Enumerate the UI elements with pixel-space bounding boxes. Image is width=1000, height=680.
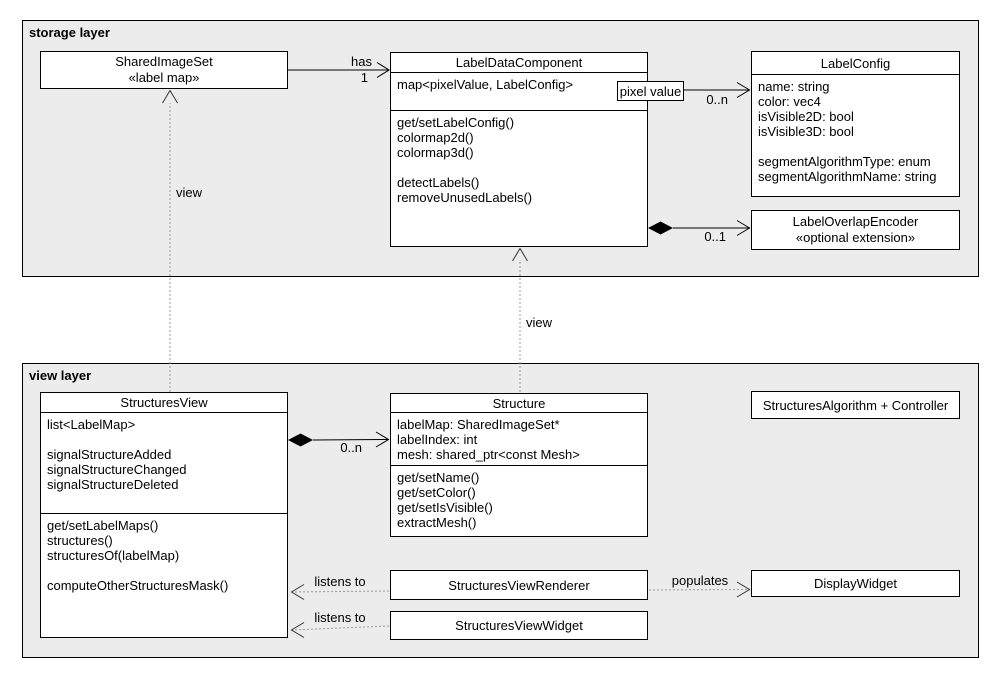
class-method: removeUnusedLabels() [397, 190, 533, 205]
class-attribute: segmentAlgorithmType: enum [758, 154, 931, 169]
class-method: get/setLabelMaps() [47, 518, 159, 533]
storage-layer-label: storage layer [29, 25, 110, 40]
class-method: detectLabels() [397, 175, 480, 190]
class-structures-view-widget: StructuresViewWidget [390, 611, 648, 640]
class-attribute: signalStructureDeleted [47, 477, 179, 492]
class-attribute: labelIndex: int [397, 432, 478, 447]
edge-multiplicity-1: 1 [360, 70, 368, 85]
class-title: StructuresViewRenderer [448, 577, 590, 593]
class-structures-algorithm-controller: StructuresAlgorithm + Controller [751, 391, 960, 419]
class-attribute: isVisible2D: bool [758, 109, 854, 124]
class-method-spacer [47, 563, 284, 578]
class-method: get/setIsVisible() [397, 500, 493, 515]
class-title: SharedImageSet [115, 54, 213, 69]
pixel-value-qualifier: pixel value [617, 81, 684, 101]
edge-multiplicity-01-overlap: 0..1 [704, 229, 726, 244]
class-method: extractMesh() [397, 515, 477, 530]
class-attribute: map<pixelValue, LabelConfig> [397, 77, 574, 92]
class-stereotype: «label map» [128, 70, 200, 85]
class-label-config: LabelConfig name: string color: vec4 isV… [751, 51, 960, 197]
class-method: structuresOf(labelMap) [47, 548, 180, 563]
class-stereotype: «optional extension» [795, 230, 916, 245]
qualifier-label: pixel value [619, 83, 682, 99]
class-attribute: isVisible3D: bool [758, 124, 854, 139]
edge-multiplicity-0n-labelconfig: 0..n [706, 92, 728, 107]
edge-multiplicity-0n-structure: 0..n [340, 440, 362, 455]
class-title: LabelDataComponent [391, 53, 647, 73]
class-method: colormap3d() [397, 145, 474, 160]
class-attribute: list<LabelMap> [47, 417, 136, 432]
class-method: structures() [47, 533, 113, 548]
edge-label-listens-to-renderer: listens to [314, 574, 366, 589]
class-attribute: segmentAlgorithmName: string [758, 169, 937, 184]
edge-label-has: has [351, 54, 372, 69]
class-title: LabelOverlapEncoder [792, 214, 919, 229]
class-structure: Structure labelMap: SharedImageSet* labe… [390, 393, 648, 537]
class-title: StructuresAlgorithm + Controller [762, 397, 949, 413]
class-attribute: color: vec4 [758, 94, 821, 109]
class-structures-view-renderer: StructuresViewRenderer [390, 570, 648, 600]
class-method-spacer [397, 160, 644, 175]
view-layer-label: view layer [29, 368, 92, 383]
class-title: DisplayWidget [813, 576, 898, 591]
class-attribute: signalStructureChanged [47, 462, 187, 477]
class-label-data-component: LabelDataComponent map<pixelValue, Label… [390, 52, 648, 247]
class-method: colormap2d() [397, 130, 474, 145]
class-attribute-spacer [758, 139, 956, 154]
class-shared-image-set: SharedImageSet «label map» [40, 51, 288, 89]
class-label-overlap-encoder: LabelOverlapEncoder «optional extension» [751, 210, 960, 250]
class-method: computeOtherStructuresMask() [47, 578, 229, 593]
class-attribute: mesh: shared_ptr<const Mesh> [397, 447, 580, 462]
class-title: StructuresViewWidget [455, 618, 583, 633]
class-attribute: labelMap: SharedImageSet* [397, 417, 560, 432]
class-title: LabelConfig [752, 52, 959, 75]
class-method: get/setName() [397, 470, 480, 485]
class-display-widget: DisplayWidget [751, 570, 960, 597]
class-structures-view: StructuresView list<LabelMap> signalStru… [40, 392, 288, 638]
class-title: Structure [391, 394, 647, 413]
edge-label-listens-to-widget: listens to [314, 610, 366, 625]
edge-label-view-left: view [176, 185, 203, 200]
edge-label-populates: populates [671, 573, 729, 588]
class-method: get/setLabelConfig() [397, 115, 515, 130]
class-method: get/setColor() [397, 485, 476, 500]
edge-label-view-mid: view [526, 315, 553, 330]
class-title: StructuresView [41, 393, 287, 413]
class-attribute: signalStructureAdded [47, 447, 172, 462]
class-attribute: name: string [758, 79, 830, 94]
class-attribute-spacer [47, 432, 284, 447]
